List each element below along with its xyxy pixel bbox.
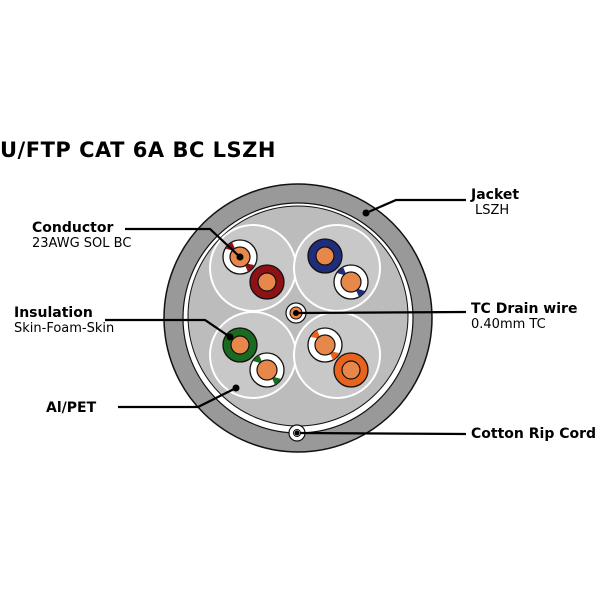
leader-ripcord [299,431,467,436]
conductor-detail: 23AWG SOL BC [32,236,132,251]
label-drain: TC Drain wire 0.40mm TC [471,301,578,333]
ripcord-label: Cotton Rip Cord [471,426,597,442]
label-ripcord: Cotton Rip Cord [471,427,596,442]
leader-insulation [105,318,231,338]
alpet-label: Al/PET [46,400,97,416]
insulation-label: Insulation [14,305,93,321]
jacket-label: Jacket [471,187,520,203]
pair-green [222,327,285,388]
pair-orange [307,327,369,388]
leader-dots [226,209,370,436]
leader-conductor [125,227,241,258]
cable-title: U/FTP CAT 6A BC LSZH [0,138,276,162]
label-conductor: Conductor 23AWG SOL BC [32,220,132,252]
insulation-detail: Skin-Foam-Skin [14,321,115,336]
leader-lines [105,198,467,436]
label-jacket: Jacket LSZH [471,187,520,219]
leader-drain [295,310,467,315]
conductor-label: Conductor [32,220,114,236]
pair-blue [307,238,369,300]
drain-detail: 0.40mm TC [471,317,546,332]
leader-jacket [365,198,466,215]
label-alpet: Al/PET [46,401,96,416]
jacket-detail: LSZH [475,203,510,218]
leader-alpet [118,387,237,409]
drain-label: TC Drain wire [471,301,578,317]
label-insulation: Insulation Skin-Foam-Skin [14,305,115,337]
